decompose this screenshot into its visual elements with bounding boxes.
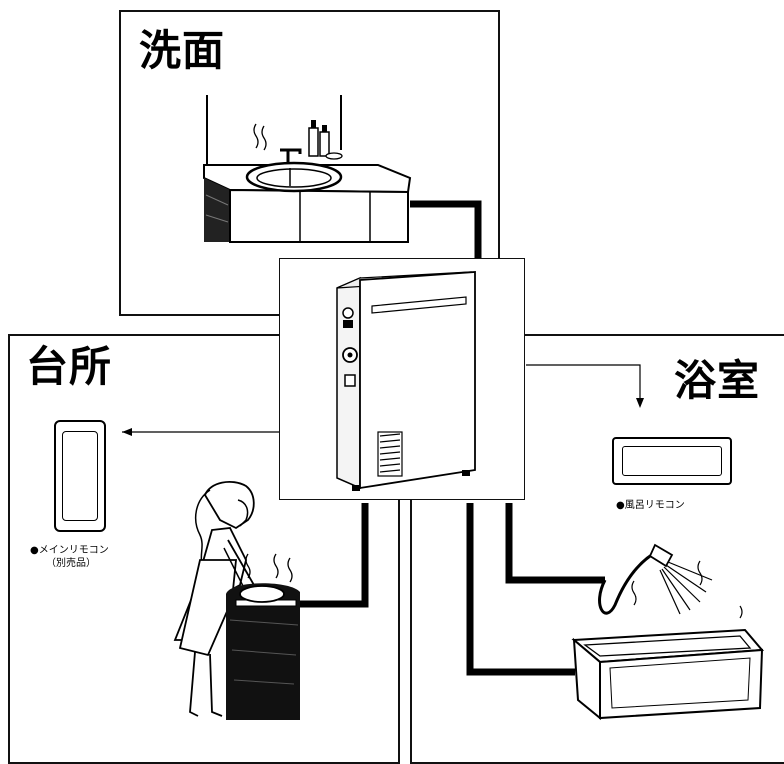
main-remote-arrowhead: [122, 428, 132, 436]
bath-remote-screen: [622, 446, 722, 476]
washroom-pipe: [410, 200, 482, 262]
main-remote-control: [54, 420, 106, 532]
bath-remote-arrow: [526, 364, 641, 405]
washroom-title: 洗面: [139, 26, 226, 75]
kitchen-title: 台所: [26, 342, 113, 391]
main-remote-label: ●メインリモコン: [30, 545, 109, 556]
bath-remote-arrowhead: [636, 398, 644, 408]
kitchen-pipe: [300, 503, 369, 608]
bath-remote-control: [612, 437, 732, 485]
main-remote-screen: [62, 431, 98, 521]
shower-pipe: [505, 503, 605, 584]
tub-pipe: [466, 503, 575, 676]
main-remote-sublabel: （別売品）: [46, 558, 96, 569]
bath-remote-label: ●風呂リモコン: [616, 500, 685, 511]
bathroom-title: 浴室: [674, 356, 761, 405]
